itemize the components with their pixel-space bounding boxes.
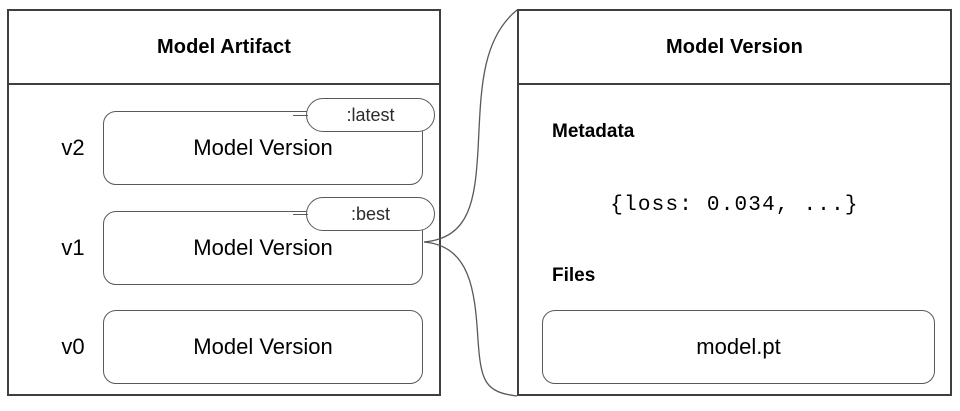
model-artifact-panel: Model Artifact v2 Model Version :latest … (7, 9, 441, 396)
alias-tag-best[interactable]: :best (293, 197, 435, 231)
version-row-v1: v1 Model Version :best (9, 197, 439, 285)
version-row-v2: v2 Model Version :latest (9, 98, 439, 185)
metadata-value: {loss: 0.034, ...} (610, 194, 859, 217)
model-version-box-v0-label: Model Version (193, 334, 333, 359)
alias-tag-best-label: :best (350, 203, 391, 224)
files-section-label: Files (552, 265, 596, 286)
version-row-v0: v0 Model Version (9, 310, 439, 384)
model-version-panel: Model Version Metadata {loss: 0.034, ...… (517, 9, 952, 396)
alias-tag-latest-label: :latest (346, 104, 395, 125)
model-version-box-v0[interactable]: Model Version (103, 310, 423, 384)
model-artifact-body: v2 Model Version :latest v1 Model Versio… (9, 85, 439, 394)
alias-tag-latest[interactable]: :latest (293, 98, 435, 132)
model-artifact-header: Model Artifact (9, 11, 439, 85)
model-version-header: Model Version (519, 11, 950, 85)
version-label-v0: v0 (61, 334, 85, 359)
version-label-v2: v2 (61, 135, 85, 160)
model-artifact-title: Model Artifact (157, 35, 291, 58)
metadata-section-label: Metadata (552, 121, 635, 142)
file-item-model-pt[interactable]: model.pt (542, 310, 935, 384)
model-version-box-v2-label: Model Version (193, 135, 333, 160)
model-version-body: Metadata {loss: 0.034, ...} Files model.… (519, 85, 950, 394)
model-version-title: Model Version (666, 35, 803, 58)
version-label-v1: v1 (61, 235, 85, 260)
model-version-box-v1-label: Model Version (193, 235, 333, 260)
file-item-model-pt-label: model.pt (696, 334, 781, 359)
